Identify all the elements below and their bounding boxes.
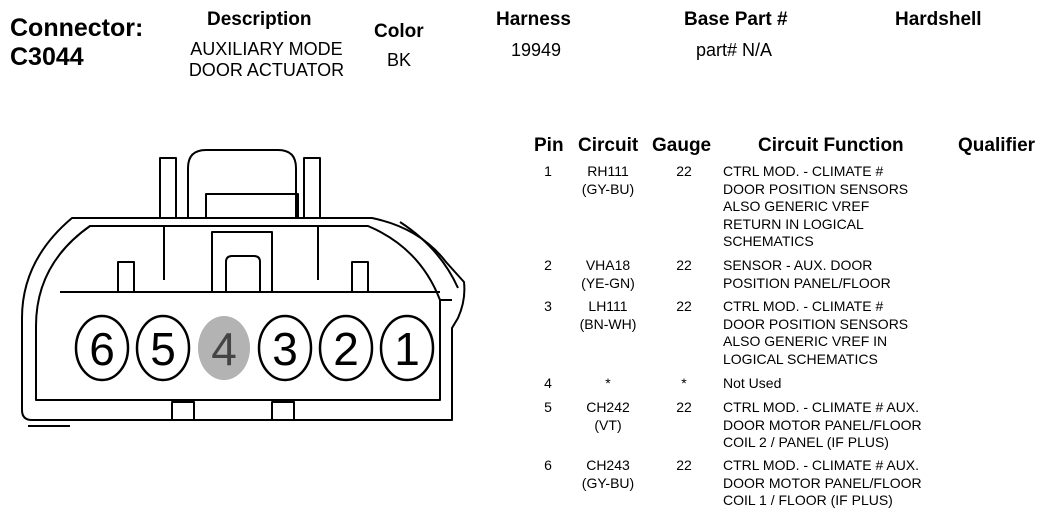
pin-number: 4 bbox=[544, 375, 552, 391]
connector-title: Connector: bbox=[10, 14, 144, 42]
circuit-code: CH243 bbox=[586, 457, 630, 473]
inner-housing bbox=[60, 226, 440, 293]
color-header: Color bbox=[374, 21, 424, 42]
pin-number-label: 4 bbox=[211, 323, 237, 375]
circuit-function: SENSOR - AUX. DOOR POSITION PANEL/FLOOR bbox=[723, 257, 891, 291]
pin-cavity-1: 1 bbox=[379, 314, 435, 382]
table-header-circuit: Circuit bbox=[578, 135, 639, 156]
pin-number-label: 5 bbox=[150, 323, 176, 375]
color-value: BK bbox=[387, 50, 412, 70]
table-header-pin: Pin bbox=[534, 135, 564, 156]
circuit-id: CH243 (GY-BU) bbox=[560, 457, 656, 492]
circuit-function: CTRL MOD. - CLIMATE # AUX. DOOR MOTOR PA… bbox=[723, 457, 922, 508]
pin-cavity-outline bbox=[198, 316, 250, 380]
circuit-id: CH242 (VT) bbox=[560, 399, 656, 434]
circuit-id: * bbox=[560, 375, 656, 393]
wire-gauge: 22 bbox=[676, 399, 692, 415]
harness-header: Harness bbox=[496, 9, 571, 30]
pin-number: 5 bbox=[544, 399, 552, 415]
circuit-wire-color: (VT) bbox=[594, 416, 622, 433]
notch-bottom-left bbox=[171, 401, 195, 420]
hardshell-header: Hardshell bbox=[895, 9, 982, 30]
pin-cavity-outline bbox=[135, 314, 191, 382]
pin-cavity-outline bbox=[379, 314, 435, 382]
pin-cavity-outline bbox=[318, 314, 374, 382]
notch-left-top bbox=[117, 261, 135, 292]
circuit-code: RH111 bbox=[587, 163, 629, 179]
circuit-code: * bbox=[605, 375, 611, 391]
circuit-id: LH111 (BN-WH) bbox=[560, 298, 656, 333]
pin-number: 3 bbox=[544, 298, 552, 314]
circuit-function: CTRL MOD. - CLIMATE # DOOR POSITION SENS… bbox=[723, 298, 909, 367]
table-header-circuit-function: Circuit Function bbox=[758, 135, 904, 156]
right-rail bbox=[303, 157, 321, 218]
notch-bottom-right bbox=[271, 401, 295, 420]
notch-right-top bbox=[351, 261, 369, 292]
table-header-gauge: Gauge bbox=[652, 135, 712, 156]
wire-gauge: 22 bbox=[676, 298, 692, 314]
circuit-function: CTRL MOD. - CLIMATE # AUX. DOOR MOTOR PA… bbox=[723, 399, 922, 450]
base-part-value: part# N/A bbox=[696, 40, 773, 60]
center-key bbox=[211, 231, 273, 292]
connector-label: Connector: C3044 bbox=[10, 14, 143, 72]
latch-top bbox=[187, 149, 297, 219]
pin-number: 6 bbox=[544, 457, 552, 473]
pin-cavity-outline bbox=[74, 314, 130, 382]
circuit-code: VHA18 bbox=[585, 257, 631, 273]
pin-cavity-6: 6 bbox=[74, 314, 130, 382]
center-key-inner bbox=[225, 255, 261, 292]
latch-slot bbox=[205, 193, 299, 219]
circuit-wire-color: (GY-BU) bbox=[581, 180, 635, 197]
circuit-wire-color: (YE-GN) bbox=[581, 274, 635, 291]
left-rail bbox=[159, 157, 177, 218]
connector-inner-body bbox=[35, 225, 441, 401]
pin-number: 2 bbox=[544, 257, 552, 273]
right-flange bbox=[399, 221, 459, 301]
pin-number-label: 6 bbox=[89, 323, 115, 375]
circuit-code: LH111 bbox=[588, 298, 628, 314]
description-header: Description bbox=[207, 9, 312, 30]
pin-cavity-2: 2 bbox=[318, 314, 374, 382]
description-line-1: AUXILIARY MODE bbox=[190, 39, 343, 59]
table-header-qualifier: Qualifier bbox=[958, 135, 1036, 156]
wire-gauge: 22 bbox=[676, 457, 692, 473]
wire-gauge: 22 bbox=[676, 257, 692, 273]
circuit-id: RH111 (GY-BU) bbox=[560, 163, 656, 198]
pin-cavity-5: 5 bbox=[135, 314, 191, 382]
pin-number-label: 1 bbox=[394, 323, 420, 375]
pin-cavity-3: 3 bbox=[257, 314, 313, 382]
circuit-function: CTRL MOD. - CLIMATE # DOOR POSITION SENS… bbox=[723, 163, 909, 249]
circuit-wire-color: (BN-WH) bbox=[579, 315, 637, 332]
harness-value: 19949 bbox=[511, 40, 562, 60]
pin-cavity-outline bbox=[257, 314, 313, 382]
wire-gauge: * bbox=[681, 375, 687, 391]
circuit-function: Not Used bbox=[723, 375, 782, 391]
circuit-code: CH242 bbox=[586, 399, 630, 415]
pin-cavity-4: 4 bbox=[198, 316, 250, 380]
circuit-wire-color: (GY-BU) bbox=[581, 474, 635, 491]
pin-number-label: 2 bbox=[333, 323, 359, 375]
description-value: AUXILIARY MODE DOOR ACTUATOR bbox=[174, 39, 359, 81]
base-part-header: Base Part # bbox=[684, 9, 788, 30]
circuit-id: VHA18 (YE-GN) bbox=[560, 257, 656, 292]
connector-id: C3044 bbox=[10, 43, 84, 71]
pin-number-label: 3 bbox=[272, 323, 298, 375]
wire-gauge: 22 bbox=[676, 163, 692, 179]
description-line-2: DOOR ACTUATOR bbox=[188, 60, 345, 80]
pin-number: 1 bbox=[544, 163, 552, 179]
